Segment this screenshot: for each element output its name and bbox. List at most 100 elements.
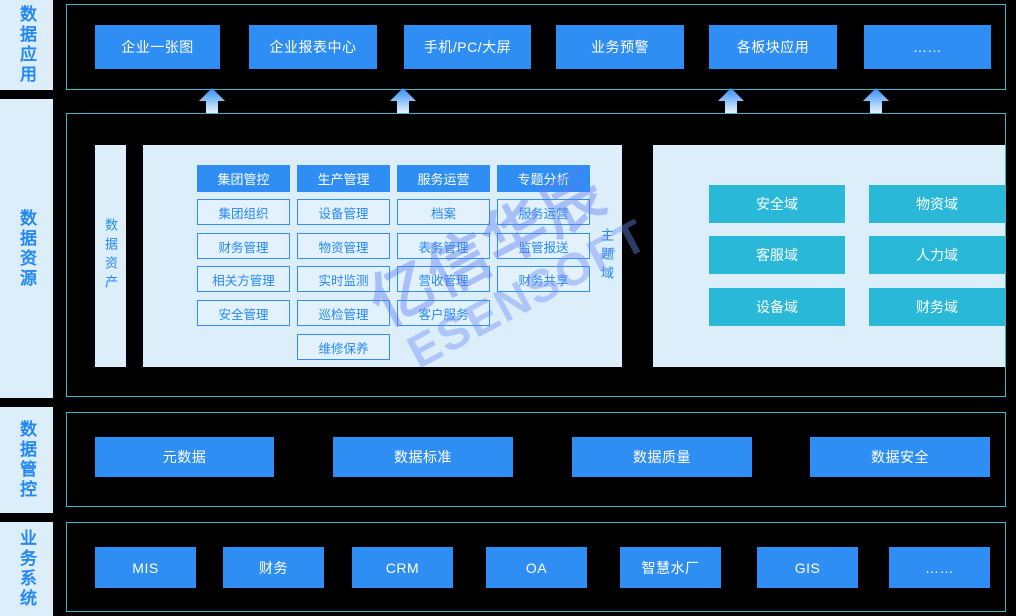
category-head-service-operation[interactable]: 服务运营 bbox=[397, 165, 490, 192]
domain-chip-label: 物资域 bbox=[916, 196, 958, 212]
theme-domain-label: 主题域 bbox=[599, 227, 614, 285]
app-item-label: 各板块应用 bbox=[736, 39, 810, 55]
data-asset-rail: 数据资产 bbox=[95, 145, 126, 367]
tier-label-text: 数据资源 bbox=[17, 208, 36, 289]
business-item-gis[interactable]: GIS bbox=[757, 547, 858, 588]
category-item[interactable]: 设备管理 bbox=[297, 199, 390, 225]
domain-chip-finance[interactable]: 财务域 bbox=[869, 288, 1005, 326]
category-item-label: 服务运营 bbox=[518, 206, 569, 221]
domain-chip-label: 安全域 bbox=[756, 196, 798, 212]
app-item-label: 企业报表中心 bbox=[269, 39, 357, 55]
tier-label-text: 数据管控 bbox=[17, 420, 36, 500]
domain-chip-safety[interactable]: 安全域 bbox=[709, 185, 845, 223]
arrow-up-icon bbox=[390, 88, 416, 116]
governance-item-data-standard[interactable]: 数据标准 bbox=[333, 437, 513, 477]
governance-item-data-security[interactable]: 数据安全 bbox=[810, 437, 990, 477]
category-item[interactable]: 表务管理 bbox=[397, 233, 490, 259]
category-item-label: 集团组织 bbox=[218, 206, 269, 221]
category-head-thematic-analysis[interactable]: 专题分析 bbox=[497, 165, 590, 192]
category-head-label: 专题分析 bbox=[517, 172, 570, 187]
category-head-production-management[interactable]: 生产管理 bbox=[297, 165, 390, 192]
app-item-sector-apps[interactable]: 各板块应用 bbox=[709, 25, 837, 69]
category-item[interactable]: 实时监测 bbox=[297, 266, 390, 292]
business-item-crm[interactable]: CRM bbox=[352, 547, 453, 588]
panel-data-governance: 元数据 数据标准 数据质量 数据安全 bbox=[66, 412, 1006, 507]
category-item-label: 监管报送 bbox=[518, 240, 569, 255]
category-item-label: 维修保养 bbox=[318, 341, 369, 356]
category-item-label: 相关方管理 bbox=[212, 273, 275, 288]
business-item-smart-waterworks[interactable]: 智慧水厂 bbox=[620, 547, 721, 588]
tier-label-text: 业务系统 bbox=[17, 529, 36, 609]
business-item-label: OA bbox=[525, 559, 548, 576]
category-head-label: 服务运营 bbox=[417, 172, 470, 187]
category-item-label: 营收管理 bbox=[418, 273, 469, 288]
category-item[interactable]: 巡检管理 bbox=[297, 300, 390, 326]
category-item[interactable]: 客户服务 bbox=[397, 300, 490, 326]
business-item-label: 财务 bbox=[259, 559, 288, 576]
governance-item-metadata[interactable]: 元数据 bbox=[95, 437, 274, 477]
category-head-label: 集团管控 bbox=[217, 172, 270, 187]
tier-label-data-resource: 数据资源 bbox=[0, 99, 53, 398]
category-item-label: 表务管理 bbox=[418, 240, 469, 255]
app-item-enterprise-map[interactable]: 企业一张图 bbox=[95, 25, 220, 69]
domain-chip-equipment[interactable]: 设备域 bbox=[709, 288, 845, 326]
business-item-mis[interactable]: MIS bbox=[95, 547, 196, 588]
app-item-label: 企业一张图 bbox=[121, 39, 194, 55]
category-item-label: 安全管理 bbox=[218, 307, 269, 322]
category-item[interactable]: 营收管理 bbox=[397, 266, 490, 292]
tier-label-text: 数据应用 bbox=[17, 5, 36, 85]
category-item[interactable]: 监管报送 bbox=[497, 233, 590, 259]
tier-label-business-system: 业务系统 bbox=[0, 522, 53, 616]
app-item-report-center[interactable]: 企业报表中心 bbox=[249, 25, 377, 69]
business-item-label: …… bbox=[925, 559, 954, 576]
domain-chip-label: 财务域 bbox=[916, 299, 958, 315]
business-item-label: MIS bbox=[132, 559, 159, 576]
category-item[interactable]: 物资管理 bbox=[297, 233, 390, 259]
category-item[interactable]: 财务共享 bbox=[497, 266, 590, 292]
category-head-label: 生产管理 bbox=[317, 172, 370, 187]
panel-business-system: MIS 财务 CRM OA 智慧水厂 GIS …… bbox=[66, 522, 1006, 612]
category-item[interactable]: 安全管理 bbox=[197, 300, 290, 326]
business-item-oa[interactable]: OA bbox=[486, 547, 587, 588]
category-item-label: 客户服务 bbox=[418, 307, 469, 322]
data-asset-card: 集团管控 集团组织 财务管理 相关方管理 安全管理 生产管理 设备管理 物资 bbox=[143, 145, 595, 367]
business-item-more[interactable]: …… bbox=[889, 547, 990, 588]
app-item-more[interactable]: …… bbox=[864, 25, 991, 69]
panel-data-resource: 数据资产 集团管控 集团组织 财务管理 相关方管理 安全管理 生产管理 bbox=[66, 113, 1006, 397]
category-item[interactable]: 集团组织 bbox=[197, 199, 290, 225]
category-item[interactable]: 维修保养 bbox=[297, 334, 390, 360]
category-item-label: 实时监测 bbox=[318, 273, 369, 288]
category-item[interactable]: 相关方管理 bbox=[197, 266, 290, 292]
category-head-group-control[interactable]: 集团管控 bbox=[197, 165, 290, 192]
tier-label-data-application: 数据应用 bbox=[0, 0, 53, 90]
business-item-label: CRM bbox=[385, 559, 420, 576]
app-item-label: 业务预警 bbox=[591, 39, 649, 55]
domain-chip-label: 客服域 bbox=[756, 247, 798, 263]
app-item-mobile-pc-screen[interactable]: 手机/PC/大屏 bbox=[404, 25, 531, 69]
theme-domain-card: 安全域 物资域 客服域 人力域 设备域 财务域 bbox=[653, 145, 1005, 367]
data-asset-label: 数据资产 bbox=[103, 218, 118, 294]
category-item-label: 设备管理 bbox=[318, 206, 369, 221]
category-item-label: 财务共享 bbox=[518, 273, 569, 288]
category-item-label: 巡检管理 bbox=[318, 307, 369, 322]
category-item[interactable]: 财务管理 bbox=[197, 233, 290, 259]
category-item[interactable]: 服务运营 bbox=[497, 199, 590, 225]
category-item[interactable]: 档案 bbox=[397, 199, 490, 225]
governance-item-label: 元数据 bbox=[162, 449, 207, 465]
business-item-label: GIS bbox=[794, 559, 821, 576]
business-item-finance[interactable]: 财务 bbox=[223, 547, 324, 588]
domain-chip-customer-service[interactable]: 客服域 bbox=[709, 236, 845, 274]
tier-label-data-governance: 数据管控 bbox=[0, 407, 53, 513]
category-item-label: 物资管理 bbox=[318, 240, 369, 255]
app-item-label: 手机/PC/大屏 bbox=[423, 39, 512, 55]
app-item-business-alert[interactable]: 业务预警 bbox=[556, 25, 684, 69]
governance-item-data-quality[interactable]: 数据质量 bbox=[572, 437, 752, 477]
domain-chip-material[interactable]: 物资域 bbox=[869, 185, 1005, 223]
theme-domain-rail: 主题域 bbox=[591, 145, 622, 367]
domain-chip-human-resource[interactable]: 人力域 bbox=[869, 236, 1005, 274]
arrow-up-icon bbox=[199, 88, 225, 116]
domain-chip-label: 设备域 bbox=[756, 299, 798, 315]
business-item-label: 智慧水厂 bbox=[641, 559, 700, 576]
category-item-label: 档案 bbox=[430, 206, 456, 221]
